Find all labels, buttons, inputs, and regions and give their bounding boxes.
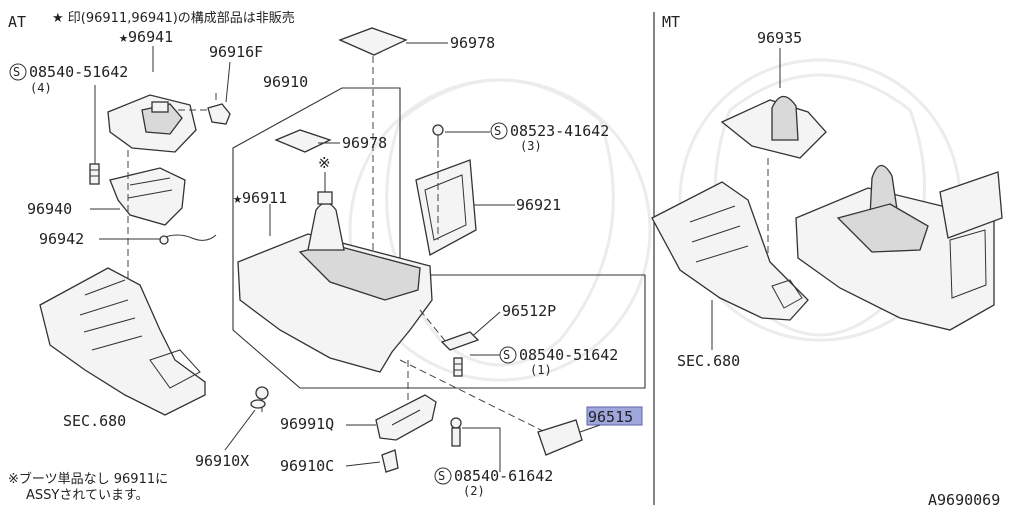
- label-sec680-left[interactable]: SEC.680: [63, 412, 126, 430]
- screw-icon: [89, 163, 100, 185]
- label-96911[interactable]: ★96911: [233, 189, 287, 207]
- label-96515-highlight[interactable]: [586, 406, 643, 426]
- svg-text:08523-41642: 08523-41642: [510, 122, 609, 140]
- label-sec680-right[interactable]: SEC.680: [677, 352, 740, 370]
- screw-icon: [453, 357, 463, 377]
- diagram-code: A9690069: [928, 491, 1000, 509]
- svg-text:S: S: [13, 65, 20, 79]
- label-96940[interactable]: 96940: [27, 200, 72, 218]
- label-96916F[interactable]: 96916F: [209, 43, 263, 61]
- screw-icon: [450, 417, 462, 447]
- label-08523-41642[interactable]: S 08523-41642 (3): [490, 122, 609, 153]
- part-96512P-clip: [440, 331, 480, 351]
- svg-text:(3): (3): [520, 139, 542, 153]
- label-08540-51642-top[interactable]: S 08540-51642 (4): [9, 63, 128, 95]
- part-96515-cover: [537, 419, 583, 456]
- part-96940-bracket: [109, 167, 186, 226]
- label-96978-top[interactable]: 96978: [450, 34, 495, 52]
- svg-text:08540-61642: 08540-61642: [454, 467, 553, 485]
- label-96935[interactable]: 96935: [757, 29, 802, 47]
- svg-text:S: S: [438, 469, 445, 483]
- svg-text:S: S: [494, 124, 501, 138]
- label-08540-51642-mid[interactable]: S 08540-51642 (1): [499, 346, 618, 377]
- svg-text:08540-51642: 08540-51642: [29, 63, 128, 81]
- part-96978-top-lid: [338, 27, 408, 56]
- label-08540-61642[interactable]: S 08540-61642 (2): [434, 467, 553, 498]
- boot-mark: ※: [318, 154, 331, 172]
- label-96910C[interactable]: 96910C: [280, 457, 334, 475]
- part-96921-armrest-lid: [415, 159, 477, 256]
- label-96515[interactable]: 96515: [588, 408, 633, 426]
- header-note: ★ 印(96911,96941)の構成部品は非販売: [52, 10, 295, 26]
- screw-icon: [432, 124, 444, 148]
- part-sec680-right-base: [651, 181, 809, 321]
- label-96910X[interactable]: 96910X: [195, 452, 249, 470]
- svg-text:S: S: [503, 348, 510, 362]
- section-mt-label: MT: [662, 13, 680, 31]
- part-boot: [307, 202, 345, 251]
- label-96942[interactable]: 96942: [39, 230, 84, 248]
- footnote-line1: ※ブーツ単品なし 96911に: [8, 471, 168, 487]
- label-96512P[interactable]: 96512P: [502, 302, 556, 320]
- label-96941[interactable]: ★96941: [119, 28, 173, 46]
- part-96910C-clip: [381, 449, 399, 473]
- section-at-label: AT: [8, 13, 26, 31]
- label-96991Q[interactable]: 96991Q: [280, 415, 334, 433]
- part-96978-mid-pad: [274, 129, 332, 153]
- svg-text:(4): (4): [30, 81, 52, 95]
- frame-96910: [232, 87, 646, 389]
- svg-text:08540-51642: 08540-51642: [519, 346, 618, 364]
- footnote-line2: ASSYされています。: [26, 488, 149, 503]
- label-96921[interactable]: 96921: [516, 196, 561, 214]
- part-96910X-grommet: [250, 386, 269, 412]
- svg-text:(2): (2): [463, 484, 485, 498]
- label-96978-mid[interactable]: 96978: [342, 134, 387, 152]
- label-96910[interactable]: 96910: [263, 73, 308, 91]
- part-96942-harness: [161, 234, 217, 241]
- part-96916F-clip: [207, 103, 231, 125]
- svg-text:(1): (1): [530, 363, 552, 377]
